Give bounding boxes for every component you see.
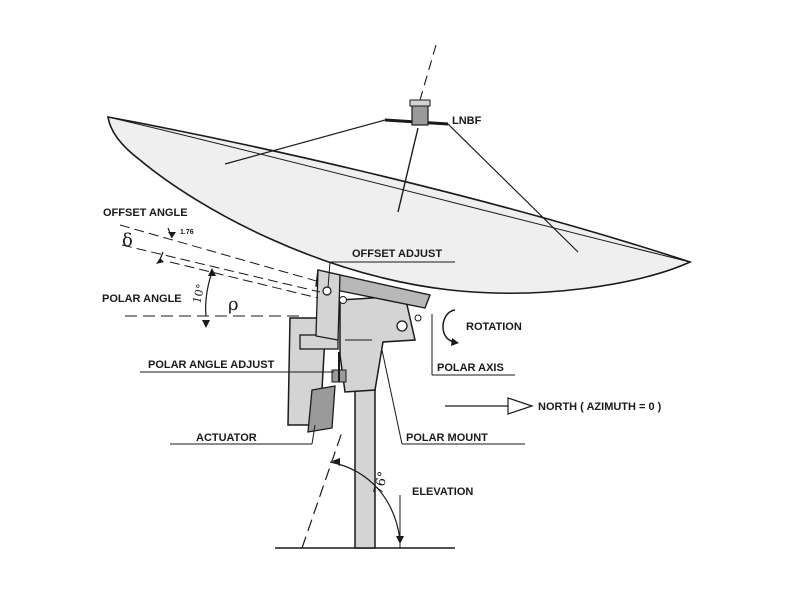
polar-arc-arrow-bottom — [202, 320, 210, 328]
boresight-line — [419, 44, 437, 101]
polar-axis-line — [301, 431, 343, 549]
elevation-arrow-head — [396, 536, 404, 544]
delta-symbol: δ — [122, 230, 133, 251]
dish-rim-line — [107, 116, 691, 263]
pivot-bolt-2 — [414, 314, 422, 322]
offset-arrow-head-bottom — [156, 258, 164, 264]
feed-arm — [397, 127, 419, 213]
polar-angle-line — [169, 261, 319, 299]
polar-mount-label: POLAR MOUNT — [406, 432, 488, 444]
polar-angle-adjust-label: POLAR ANGLE ADJUST — [148, 359, 275, 371]
actuator-housing — [307, 385, 336, 433]
north-arrow-head — [507, 397, 534, 415]
offset-angle-value: 1.76 — [180, 229, 194, 236]
polar-axis-label: POLAR AXIS — [437, 362, 504, 374]
north-label: NORTH ( AZIMUTH = 0 ) — [538, 401, 662, 413]
elevation-arc — [329, 461, 401, 541]
offset-adjust-label: OFFSET ADJUST — [352, 248, 442, 260]
elevation-label: ELEVATION — [412, 486, 473, 498]
offset-angle-label: OFFSET ANGLE — [103, 207, 188, 219]
offset-arrow-head-top — [168, 232, 176, 238]
offset-adjust-drop — [327, 261, 331, 289]
actuator-drop — [311, 424, 316, 445]
polar-mount-drop — [381, 349, 403, 445]
polar-angle-arc — [205, 271, 213, 317]
offset-line-1 — [119, 224, 321, 283]
mount-bolt — [339, 296, 347, 304]
rotation-label: ROTATION — [466, 321, 522, 333]
feed-strut-left — [224, 119, 386, 165]
offset-adjust-bolt — [322, 286, 332, 296]
rotation-arrow-icon — [442, 309, 456, 343]
polar-angle-value: 10° — [190, 283, 207, 305]
lnbf-label: LNBF — [452, 115, 482, 127]
elevation-value: 76° — [371, 470, 391, 496]
actuator-label: ACTUATOR — [196, 432, 257, 444]
feed-strut-right — [447, 123, 579, 253]
rho-symbol: ρ — [228, 294, 239, 315]
elevation-arrow-start — [332, 458, 340, 466]
polar-angle-label: POLAR ANGLE — [102, 293, 182, 305]
polar-mount-bracket — [339, 295, 416, 393]
lnbf-cap — [409, 99, 431, 107]
offset-line-2 — [121, 244, 321, 293]
offset-bracket — [315, 269, 341, 341]
polar-axis-pivot — [396, 320, 408, 332]
rotation-arrow-head — [451, 338, 459, 346]
polar-arc-arrow-top — [208, 268, 216, 276]
